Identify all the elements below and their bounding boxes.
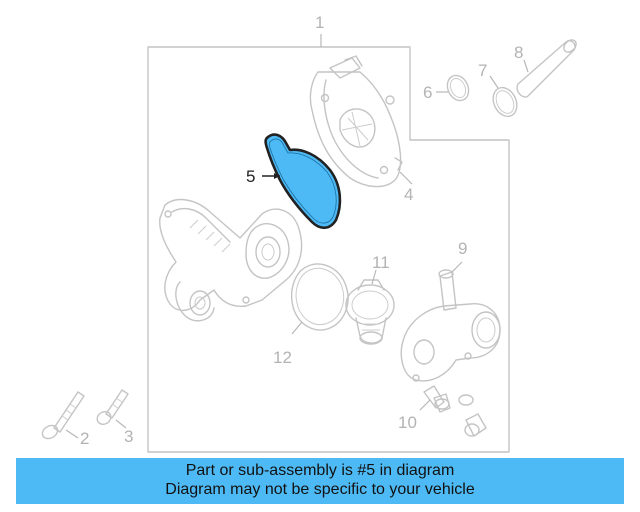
thermostat-housing-assembly	[159, 198, 303, 322]
callout-12-leader	[291, 321, 303, 335]
callout-7-leader	[489, 75, 499, 89]
callout-4-leader	[399, 171, 413, 185]
gasket-part-5	[264, 133, 342, 230]
thermostat-part-11	[345, 279, 395, 345]
callout-2-leader	[65, 429, 79, 439]
callout-9-leader	[451, 261, 463, 273]
bolt-part-3	[96, 389, 129, 425]
water-pump-body	[309, 55, 403, 188]
gasket-part-12	[290, 263, 349, 331]
o-ring-part-7	[492, 86, 518, 118]
callout-11-label: 11	[372, 253, 390, 272]
callout-6-label: 6	[423, 83, 432, 102]
caption-line-disclaimer: Diagram may not be specific to your vehi…	[165, 481, 475, 498]
o-ring-part-6	[446, 74, 470, 102]
callout-10-leader	[419, 399, 431, 411]
water-outlet-part-9	[400, 269, 501, 382]
callout-8-label: 8	[514, 43, 523, 62]
callout-1-label: 1	[315, 13, 324, 32]
callout-12-label: 12	[273, 348, 292, 367]
callout-5-label: 5	[246, 167, 255, 186]
bolt-part-10	[423, 385, 451, 413]
callout-4-label: 4	[404, 185, 413, 204]
callout-8-leader	[523, 59, 529, 73]
coolant-pipe-part-8	[516, 39, 577, 98]
caption-banner: Part or sub-assembly is #5 in diagram Di…	[16, 458, 624, 504]
callout-3-leader	[115, 419, 127, 429]
callout-11-leader	[371, 269, 377, 285]
caption-line-part: Part or sub-assembly is #5 in diagram	[185, 462, 455, 479]
callout-9-label: 9	[458, 239, 467, 258]
assembly-boundary	[147, 46, 510, 453]
callout-2-label: 2	[80, 429, 89, 448]
callout-7-label: 7	[478, 61, 487, 80]
bolt-part-2	[41, 391, 85, 440]
plug	[464, 413, 487, 437]
callout-3-label: 3	[124, 427, 133, 446]
washer	[458, 394, 474, 406]
callout-10-label: 10	[398, 413, 417, 432]
